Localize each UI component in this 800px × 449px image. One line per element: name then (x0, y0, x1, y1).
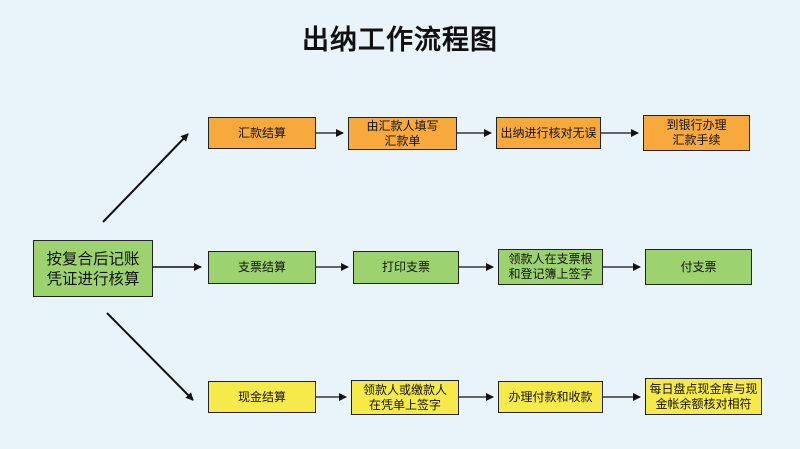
handle-payment-node: 办理付款和收款 (498, 381, 603, 413)
arrow-start-to-remittance (102, 133, 189, 223)
remittance-settlement-node: 汇款结算 (208, 117, 316, 149)
daily-cash-reconcile-node: 每日盘点现金库与现 金帐余额核对相符 (645, 378, 762, 415)
payee-sign-stub-node: 领款人在支票根 和登记簿上签字 (498, 249, 603, 285)
cash-settlement-node: 现金结算 (208, 381, 316, 413)
fill-remittance-form-node: 由汇款人填写 汇款单 (348, 117, 457, 150)
print-check-node: 打印支票 (353, 251, 459, 284)
cashier-verify-node: 出纳进行核对无误 (496, 117, 601, 149)
diagram-title: 出纳工作流程图 (302, 25, 498, 56)
start-node: 按复合后记账 凭证进行核算 (33, 240, 153, 297)
arrow-start-to-cash (106, 312, 194, 401)
sign-voucher-node: 领款人或缴款人 在凭单上签字 (351, 380, 459, 415)
pay-check-node: 付支票 (645, 249, 752, 285)
bank-remittance-node: 到银行办理 汇款手续 (643, 115, 750, 151)
check-settlement-node: 支票结算 (208, 251, 316, 284)
